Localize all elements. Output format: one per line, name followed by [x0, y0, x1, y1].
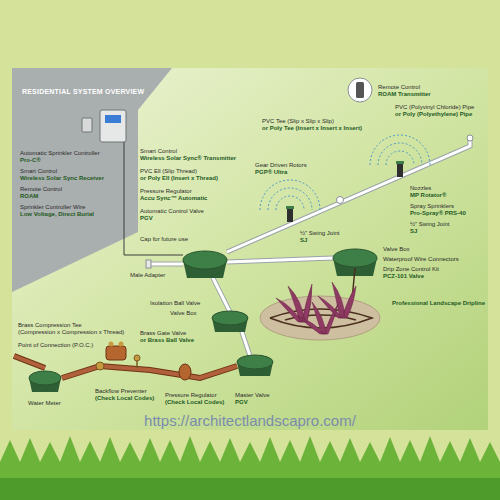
- compression-tee: [96, 362, 104, 370]
- callout-label: Low Voltage, Direct Burial: [20, 211, 94, 218]
- pvc-tee: [337, 197, 344, 204]
- remote-icon: [348, 78, 372, 102]
- callout-label: PVC Ell (Slip Thread): [140, 168, 197, 175]
- callout-label: Sprinkler Controller Wire: [20, 204, 85, 211]
- callout-label: Wireless Solar Sync Receiver: [20, 175, 104, 182]
- callout-label: Drip Zone Control Kit: [383, 266, 439, 273]
- callout-label: PVC Tee (Slip x Slip x Slip): [262, 118, 334, 125]
- grass-base: [0, 478, 500, 500]
- spray-pattern: [370, 135, 430, 165]
- callout-label: PVC (Polyvinyl Chloride) Pipe: [395, 104, 474, 111]
- callout-label: Pressure Regulator: [140, 188, 192, 195]
- callout-label: Male Adapter: [130, 272, 165, 279]
- callout-label: Waterproof Wire Connectors: [383, 256, 459, 263]
- nozzle: [396, 161, 404, 164]
- valve-box-lid: [212, 311, 248, 325]
- diagram-title: RESIDENTIAL SYSTEM OVERVIEW: [22, 88, 144, 96]
- callout-label: PCZ-101 Valve: [383, 273, 424, 280]
- pressure-regulator: [179, 364, 191, 380]
- rotor-cap: [286, 206, 294, 209]
- callout-label: PGV: [235, 399, 248, 406]
- pvc-ell: [467, 135, 473, 141]
- watermark: https://architectlandscapro.com/: [144, 412, 356, 429]
- callout-label: PGV: [140, 215, 153, 222]
- callout-label: Gear Driven Rotors: [255, 162, 307, 169]
- remote-transmitter: [356, 82, 364, 98]
- water-meter: [29, 371, 61, 385]
- callout-label: Brass Compression Tee: [18, 322, 82, 329]
- ground-panel: [12, 68, 488, 430]
- callout-label: Smart Control: [20, 168, 57, 175]
- callout-label: ½" Swing Joint: [300, 230, 339, 237]
- callout-label: Backflow Preventer: [95, 388, 147, 395]
- test-cock: [109, 342, 114, 347]
- callout-label: MP Rotator®: [410, 192, 446, 199]
- callout-label: (Check Local Codes): [95, 395, 154, 402]
- callout-label: Automatic Sprinkler Controller: [20, 150, 100, 157]
- callout-label: SJ: [410, 228, 417, 235]
- callout-label: ½" Swing Joint: [410, 221, 449, 228]
- callout-label: ROAM: [20, 193, 38, 200]
- callout-label: Water Meter: [28, 400, 61, 407]
- controller: [100, 110, 126, 142]
- callout-label: Valve Box: [383, 246, 410, 253]
- controller-screen: [105, 115, 121, 123]
- callout-label: ROAM Transmitter: [378, 91, 431, 98]
- callout-label: or Brass Ball Valve: [140, 337, 194, 344]
- callout-label: Pressure Regulator: [165, 392, 217, 399]
- callout-label: Smart Control: [140, 148, 177, 155]
- callout-label: (Compression x Compression x Thread): [18, 329, 124, 336]
- spray-sprinkler: [397, 163, 403, 177]
- pvc-pipe: [150, 138, 470, 356]
- callout-label: or Poly (Polyethylene) Pipe: [395, 111, 472, 118]
- callout-label: or Poly Ell (Insert x Thread): [140, 175, 218, 182]
- callout-label: Pro-C®: [20, 157, 41, 164]
- callout-label: or Poly Tee (Insert x Insert x Insert): [262, 125, 362, 132]
- callout-label: Brass Gate Valve: [140, 330, 186, 337]
- callout-label: PGP® Ultra: [255, 169, 287, 176]
- test-cock: [119, 342, 124, 347]
- callout-label: Cap for future use: [140, 236, 188, 243]
- receiver: [82, 118, 92, 132]
- callout-label: Isolation Ball Valve: [150, 300, 200, 307]
- valve-box-lid: [183, 251, 227, 269]
- callout-label: Accu Sync™ Automatic: [140, 195, 207, 202]
- callout-label: Remote Control: [378, 84, 420, 91]
- callout-label: Remote Control: [20, 186, 62, 193]
- callout-label: SJ: [300, 237, 307, 244]
- grass: [0, 436, 500, 500]
- callout-label: (Check Local Codes): [165, 399, 224, 406]
- rotor: [287, 208, 293, 222]
- callout-label: Professional Landscape Dripline: [392, 300, 485, 307]
- callout-label: Valve Box: [170, 310, 197, 317]
- callout-label: Spray Sprinklers: [410, 203, 454, 210]
- callout-label: Wireless Solar Sync® Transmitter: [140, 155, 236, 162]
- callout-label: Master Valve: [235, 392, 270, 399]
- backflow-preventer: [106, 346, 126, 360]
- master-valve-box: [237, 355, 273, 369]
- callout-label: Point of Connection (P.O.C.): [18, 342, 93, 349]
- callout-label: Nozzles: [410, 185, 431, 192]
- callout-label: Pro-Spray® PRS-40: [410, 210, 466, 217]
- shrub: [276, 282, 356, 334]
- callout-label: Automatic Control Valve: [140, 208, 204, 215]
- gate-valve: [134, 355, 140, 361]
- rotor-spray: [260, 180, 320, 210]
- pvc-pipe-edge: [150, 138, 470, 356]
- pipe-cap: [146, 260, 151, 268]
- valve-box-lid: [333, 249, 377, 267]
